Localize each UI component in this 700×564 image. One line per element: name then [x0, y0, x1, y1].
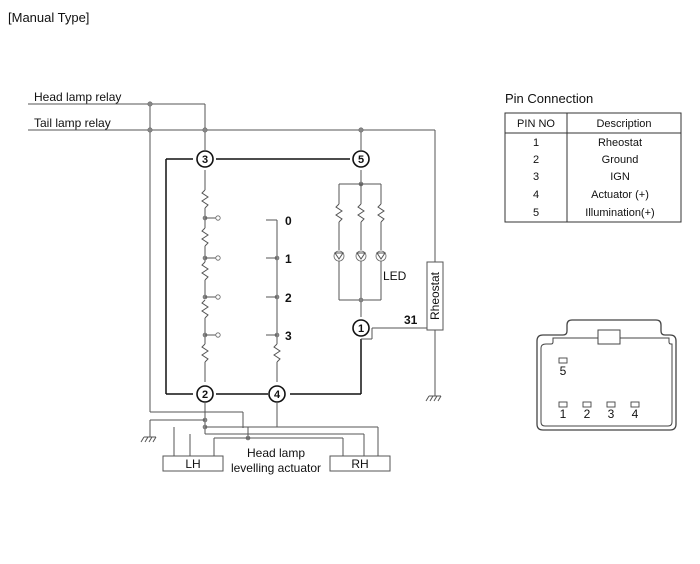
- switch-position-3: 3: [285, 329, 292, 343]
- tail-lamp-relay-label: Tail lamp relay: [34, 116, 111, 130]
- connector-pin-4: 4: [632, 407, 639, 421]
- pin-table-title: Pin Connection: [505, 91, 593, 106]
- pin-3-node: 3: [202, 154, 208, 166]
- pin-table-row-2-pin: 2: [533, 154, 539, 166]
- resistor-ladder: [201, 170, 221, 382]
- actuator-lh-label: LH: [185, 457, 200, 471]
- pin-table-header-desc: Description: [596, 118, 651, 130]
- rheostat: Rheostat 31: [361, 261, 444, 402]
- actuator-rh-label: RH: [351, 457, 368, 471]
- pin-4-node: 4: [274, 389, 281, 401]
- pin-table-row-3-desc: IGN: [610, 171, 630, 183]
- relay-wires: Head lamp relay Tail lamp relay: [28, 90, 436, 428]
- switch-position-1: 1: [285, 252, 292, 266]
- pin-2-node: 2: [202, 389, 208, 401]
- pin-table-row-5-pin: 5: [533, 207, 539, 219]
- pin-table-row-4-pin: 4: [533, 189, 539, 201]
- pin-1-node: 1: [358, 323, 364, 335]
- pin-table-row-4-desc: Actuator (+): [591, 189, 649, 201]
- pin-table-row-3-pin: 3: [533, 171, 539, 183]
- connector-pin-3: 3: [608, 407, 615, 421]
- actuator-label-line1: Head lamp: [247, 446, 305, 460]
- pin-5-node: 5: [358, 154, 364, 166]
- connector-pin-1: 1: [560, 407, 567, 421]
- switch-contacts: 0 1 2 3: [266, 214, 292, 382]
- pin-table-row-1-desc: Rheostat: [598, 137, 642, 149]
- pin-connection-table: Pin Connection PIN NO Description 1 Rheo…: [504, 91, 682, 223]
- head-lamp-relay-label: Head lamp relay: [34, 90, 121, 104]
- switch-position-2: 2: [285, 291, 292, 305]
- connector-pin-5: 5: [560, 364, 567, 378]
- terminal-31-label: 31: [404, 313, 418, 327]
- pin-table-row-2-desc: Ground: [602, 154, 639, 166]
- pin-nodes: 3 5 2 4 1: [196, 150, 370, 403]
- pin-table-row-5-desc: Illumination(+): [585, 207, 654, 219]
- switch-position-0: 0: [285, 214, 292, 228]
- actuator-boxes: LH RH Head lamp levelling actuator: [162, 446, 391, 475]
- led-label: LED: [383, 269, 407, 283]
- page-title: [Manual Type]: [8, 10, 89, 25]
- led-network: LED: [333, 170, 407, 317]
- rheostat-label: Rheostat: [428, 271, 442, 320]
- pin-table-header-pin: PIN NO: [517, 118, 555, 130]
- switch-box: [165, 158, 362, 395]
- connector-pin-2: 2: [584, 407, 591, 421]
- pin-table-row-1-pin: 1: [533, 137, 539, 149]
- actuator-label-line2: levelling actuator: [231, 461, 321, 475]
- connector-face: 5 1 2 3 4: [536, 319, 677, 431]
- actuator-wiring: [140, 402, 379, 456]
